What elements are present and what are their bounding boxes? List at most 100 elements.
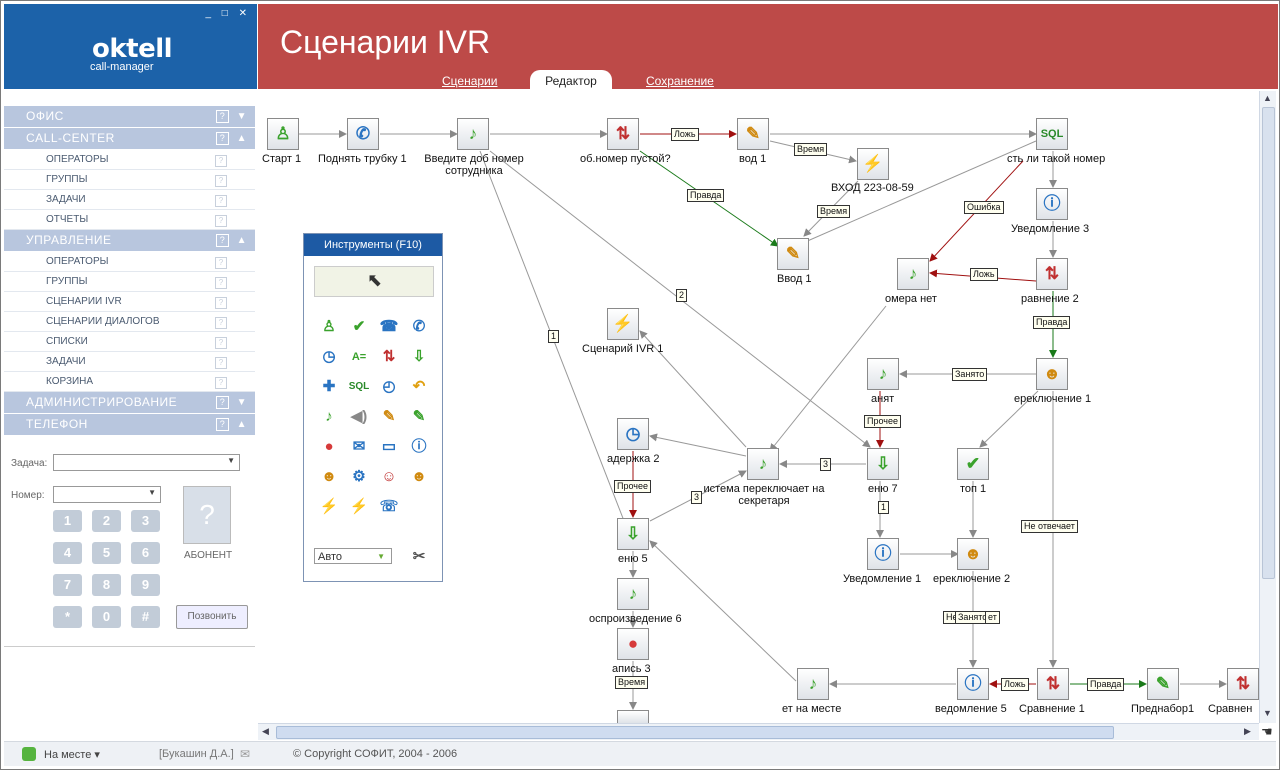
- call-button[interactable]: Позвонить: [176, 605, 248, 629]
- tool-start-icon[interactable]: ♙: [322, 318, 336, 335]
- sidebar-item-trash[interactable]: КОРЗИНА?: [4, 372, 255, 392]
- dial-key-hash[interactable]: #: [131, 606, 160, 628]
- node-menu5[interactable]: ⇩: [617, 518, 649, 550]
- mail-icon[interactable]: ✉: [240, 747, 251, 761]
- sidebar-item-groups[interactable]: ГРУППЫ?: [4, 170, 255, 190]
- tool-phone-icon[interactable]: ✆: [412, 318, 426, 335]
- chevron-up-icon[interactable]: ▲: [236, 419, 247, 430]
- scroll-down-icon[interactable]: ▼: [1263, 708, 1272, 718]
- tool-speaker-icon[interactable]: ◀): [350, 408, 368, 425]
- sidebar-section-admin[interactable]: АДМИНИСТРИРОВАНИЕ ?▼: [4, 392, 255, 413]
- node-input1b[interactable]: ✎: [777, 238, 809, 270]
- node-partial[interactable]: [617, 710, 649, 723]
- tool-operator-phone-icon[interactable]: ☺: [381, 468, 397, 485]
- tool-menu-icon[interactable]: ⇩: [412, 348, 426, 365]
- node-switch1[interactable]: ☻: [1036, 358, 1068, 390]
- dial-key-5[interactable]: 5: [92, 542, 121, 564]
- sidebar-item-lists[interactable]: СПИСКИ?: [4, 332, 255, 352]
- dial-key-2[interactable]: 2: [92, 510, 121, 532]
- node-has-number[interactable]: SQL: [1036, 118, 1068, 150]
- presence-status[interactable]: На месте ▾: [44, 749, 100, 761]
- sidebar-section-management[interactable]: УПРАВЛЕНИЕ ?▲: [4, 230, 255, 251]
- tool-group-icon[interactable]: ☻: [411, 468, 427, 485]
- vertical-scroll-thumb[interactable]: [1262, 107, 1275, 579]
- tool-lightning-icon[interactable]: ⚡: [319, 498, 339, 515]
- tool-exception-icon[interactable]: ⚡: [349, 498, 369, 515]
- node-menu7[interactable]: ⇩: [867, 448, 899, 480]
- help-icon[interactable]: ?: [215, 337, 227, 349]
- tool-fax-icon[interactable]: ☏: [379, 498, 399, 515]
- help-icon[interactable]: ?: [215, 155, 227, 167]
- node-pickup[interactable]: ✆: [347, 118, 379, 150]
- node-not-here[interactable]: ♪: [797, 668, 829, 700]
- sidebar-item-tasks-mgmt[interactable]: ЗАДАЧИ?: [4, 352, 255, 372]
- node-compare1[interactable]: ⇅: [1037, 668, 1069, 700]
- tool-monitor-icon[interactable]: ▭: [381, 438, 397, 455]
- tool-timer-icon[interactable]: ◴: [382, 378, 396, 395]
- help-icon[interactable]: ?: [215, 257, 227, 269]
- tool-predial-icon[interactable]: ✎: [412, 408, 426, 425]
- node-play6[interactable]: ♪: [617, 578, 649, 610]
- help-icon[interactable]: ?: [215, 377, 227, 389]
- tool-sql-icon[interactable]: SQL: [348, 381, 370, 392]
- toolbox-title[interactable]: Инструменты (F10): [304, 234, 442, 256]
- dial-key-8[interactable]: 8: [92, 574, 121, 596]
- tool-info-icon[interactable]: ⓘ: [411, 438, 427, 455]
- node-notify1[interactable]: ⓘ: [867, 538, 899, 570]
- help-icon[interactable]: ?: [215, 297, 227, 309]
- tool-return-icon[interactable]: ↶: [412, 378, 426, 395]
- node-record3[interactable]: ●: [617, 628, 649, 660]
- dial-key-4[interactable]: 4: [53, 542, 82, 564]
- tool-record-icon[interactable]: ●: [324, 438, 334, 455]
- tab-editor[interactable]: Редактор: [530, 70, 612, 89]
- sidebar-section-callcenter[interactable]: CALL-CENTER ?▲: [4, 128, 255, 149]
- sidebar-section-phone[interactable]: ТЕЛЕФОН ?▲: [4, 414, 255, 435]
- tools-icon[interactable]: ✂: [412, 548, 426, 565]
- tool-assign-icon[interactable]: A=: [351, 351, 367, 363]
- chevron-up-icon[interactable]: ▲: [236, 235, 247, 246]
- help-icon[interactable]: ?: [215, 277, 227, 289]
- node-predial1[interactable]: ✎: [1147, 668, 1179, 700]
- tool-music-icon[interactable]: ♪: [325, 408, 333, 425]
- sidebar-section-office[interactable]: ОФИС ?▼: [4, 106, 255, 127]
- dial-key-6[interactable]: 6: [131, 542, 160, 564]
- chevron-down-icon[interactable]: ▼: [236, 397, 247, 408]
- dial-key-star[interactable]: *: [53, 606, 82, 628]
- node-no-number[interactable]: ♪: [897, 258, 929, 290]
- tool-compare-icon[interactable]: ⇅: [382, 348, 396, 365]
- mode-select[interactable]: Авто: [314, 548, 392, 565]
- sidebar-item-dialog-scenarios[interactable]: СЦЕНАРИИ ДИАЛОГОВ?: [4, 312, 255, 332]
- tool-pencil-icon[interactable]: ✎: [382, 408, 396, 425]
- node-incoming[interactable]: ⚡: [857, 148, 889, 180]
- dial-key-3[interactable]: 3: [131, 510, 160, 532]
- scroll-left-icon[interactable]: ◀: [262, 726, 269, 736]
- node-compare2[interactable]: ⇅: [1036, 258, 1068, 290]
- dial-key-7[interactable]: 7: [53, 574, 82, 596]
- node-busy[interactable]: ♪: [867, 358, 899, 390]
- toolbox-panel[interactable]: Инструменты (F10) ⬉ ♙ ✔ ☎ ✆ ◷ A= ⇅ ⇩ ✚ S…: [303, 233, 443, 582]
- dial-key-9[interactable]: 9: [131, 574, 160, 596]
- node-num-empty[interactable]: ⇅: [607, 118, 639, 150]
- help-icon[interactable]: ?: [215, 317, 227, 329]
- tool-check-icon[interactable]: ✔: [352, 318, 366, 335]
- tool-mail-icon[interactable]: ✉: [352, 438, 366, 455]
- node-notify5[interactable]: ⓘ: [957, 668, 989, 700]
- tool-clock-icon[interactable]: ◷: [322, 348, 336, 365]
- node-enter-ext[interactable]: ♪: [457, 118, 489, 150]
- node-delay2[interactable]: ◷: [617, 418, 649, 450]
- sidebar-item-reports[interactable]: ОТЧЕТЫ?: [4, 210, 255, 230]
- tool-hangup-icon[interactable]: ☎: [379, 318, 399, 335]
- sidebar-item-ivr-scenarios[interactable]: СЦЕНАРИИ IVR?: [4, 292, 255, 312]
- tab-scenarios[interactable]: Сценарии: [442, 74, 498, 88]
- horizontal-scrollbar[interactable]: ◀ ▶: [258, 723, 1259, 740]
- node-notify3[interactable]: ⓘ: [1036, 188, 1068, 220]
- sidebar-item-operators-mgmt[interactable]: ОПЕРАТОРЫ?: [4, 252, 255, 272]
- help-icon[interactable]: ?: [216, 396, 229, 409]
- help-icon[interactable]: ?: [215, 215, 227, 227]
- window-controls[interactable]: _ □ ✕: [205, 8, 251, 19]
- node-start[interactable]: ♙: [267, 118, 299, 150]
- help-icon[interactable]: ?: [215, 195, 227, 207]
- help-icon[interactable]: ?: [215, 357, 227, 369]
- node-ivr1[interactable]: ⚡: [607, 308, 639, 340]
- node-stop1[interactable]: ✔: [957, 448, 989, 480]
